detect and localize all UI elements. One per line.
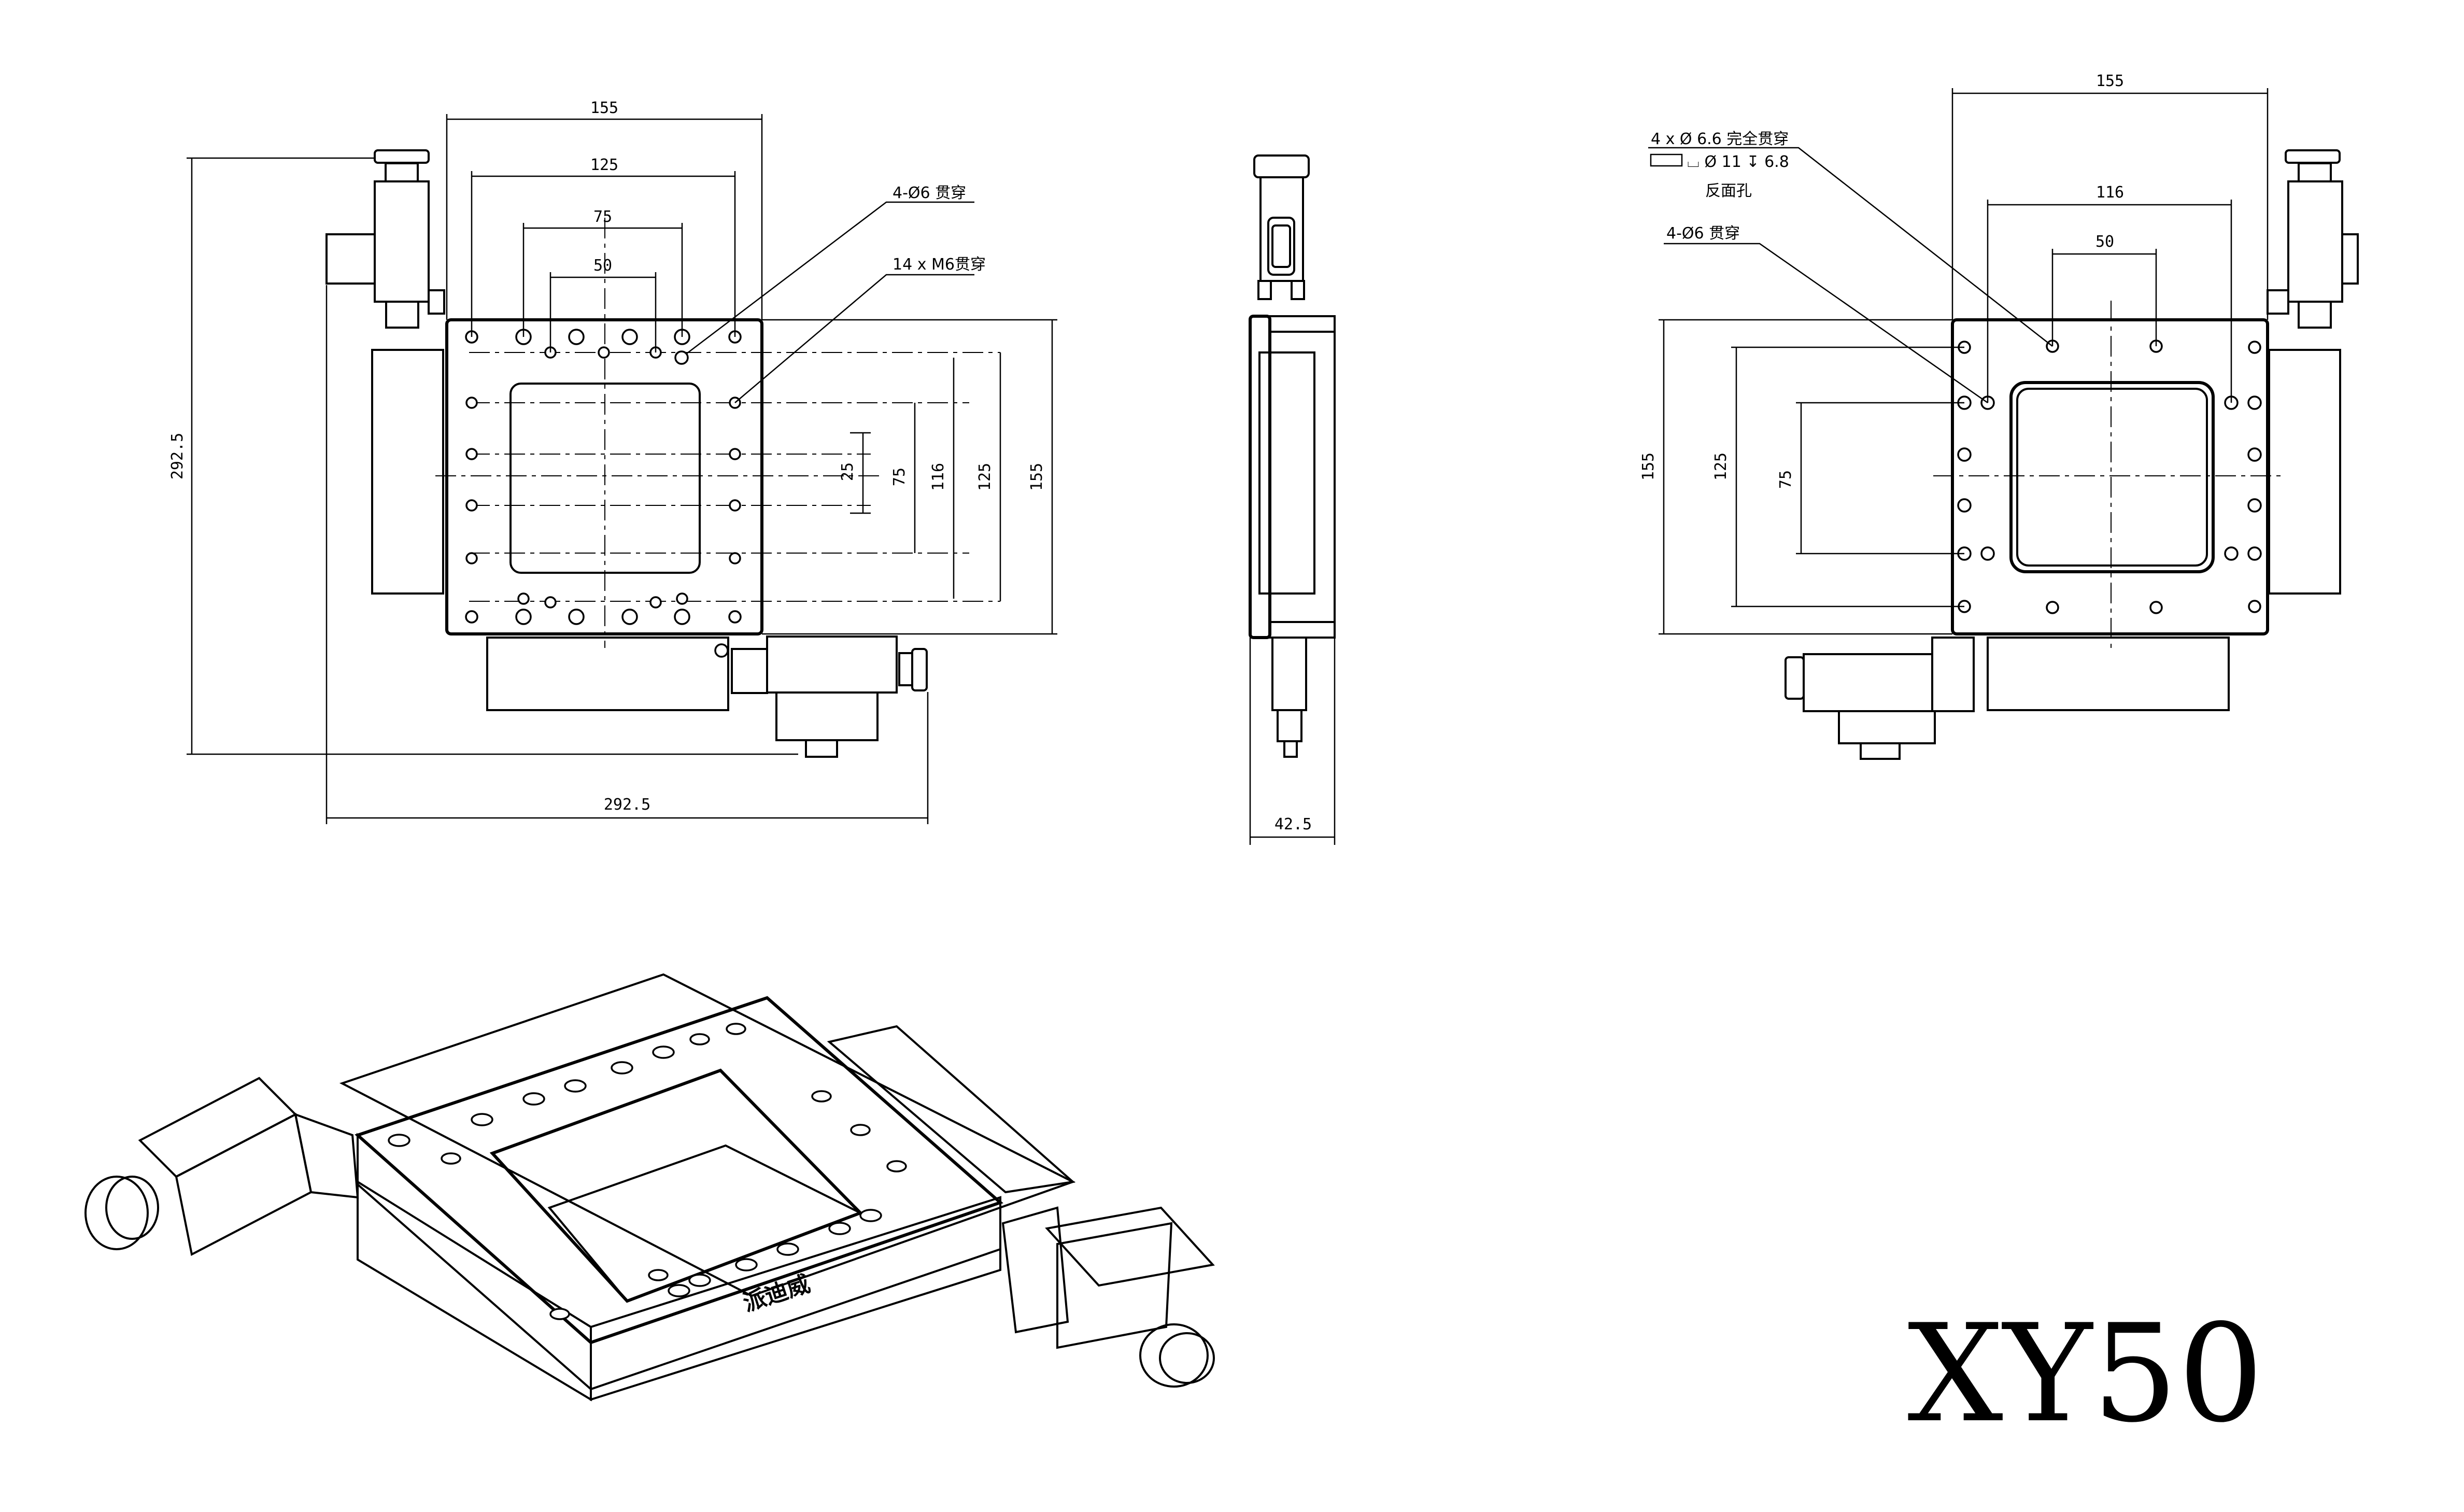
- bottom-left-motor: [1785, 637, 2230, 760]
- left-rail-block: [371, 349, 444, 595]
- iso-holes: [388, 1023, 907, 1320]
- dim-bottom-l125: 125: [1712, 453, 1730, 481]
- motor-body: [374, 180, 430, 303]
- iso-right-motor: [1001, 1206, 1215, 1388]
- bottom-view: 155 116 50 155 125 75 4 x Ø 6.6 完全贯穿 ⌴ Ø…: [1639, 72, 2359, 760]
- front-notes: 4-Ø6 贯穿 14 x M6贯穿: [686, 184, 986, 403]
- bottom-dims-top: 155 116 50: [1951, 72, 2269, 403]
- front-dims-right: 25 75 116 125 155: [762, 319, 1057, 635]
- bottom-plate: [1951, 318, 2269, 635]
- bottom-dims-left: 155 125 75: [1639, 319, 1964, 635]
- dim-front-r75: 75: [890, 468, 909, 486]
- dim-front-r155: 155: [1028, 463, 1046, 491]
- dim-front-125: 125: [590, 156, 618, 174]
- note-bottom-cbore-2: ⌴ Ø 11 ↧ 6.8: [1687, 153, 1789, 171]
- front-left-motor: [325, 149, 445, 595]
- front-dims-overall: 292.5 292.5: [168, 157, 929, 824]
- dim-front-75: 75: [593, 208, 612, 226]
- bottom-rail-block: [486, 637, 729, 711]
- dim-side-42-5: 42.5: [1275, 815, 1312, 833]
- bottom-holes: [1957, 340, 2262, 614]
- note-bottom-through-holes: 4-Ø6 贯穿: [1666, 224, 1740, 243]
- dim-bottom-l75: 75: [1777, 470, 1795, 489]
- dim-front-overall-h: 292.5: [168, 433, 187, 479]
- dim-front-155: 155: [590, 99, 618, 117]
- dim-bottom-l155: 155: [1639, 453, 1658, 481]
- front-dims-top: 155 125 75 50: [446, 99, 763, 352]
- dim-front-r116: 116: [929, 463, 947, 491]
- note-bottom-cbore-3: 反面孔: [1705, 182, 1752, 200]
- side-view: 42.5: [1249, 154, 1336, 845]
- dim-front-50: 50: [593, 257, 612, 275]
- isometric-view: 派迪威: [84, 973, 1215, 1402]
- dim-bottom-116: 116: [2096, 183, 2124, 202]
- note-front-through-holes: 4-Ø6 贯穿: [893, 184, 966, 202]
- model-label: XY50: [1907, 1296, 2264, 1452]
- dim-bottom-155: 155: [2096, 72, 2124, 90]
- dim-front-r125: 125: [976, 463, 994, 491]
- bottom-right-motor: [2267, 149, 2359, 595]
- note-front-tapped-holes: 14 x M6贯穿: [893, 256, 986, 274]
- note-bottom-cbore-1: 4 x Ø 6.6 完全贯穿: [1651, 130, 1789, 148]
- bottom-window: [2009, 381, 2215, 573]
- dim-bottom-50: 50: [2095, 233, 2114, 251]
- front-view: 155 125 75 50 25 75 116 125 155: [168, 99, 1057, 824]
- front-bottom-motor: [486, 635, 928, 758]
- bottom-notes: 4 x Ø 6.6 完全贯穿 ⌴ Ø 11 ↧ 6.8 反面孔 4-Ø6 贯穿: [1648, 130, 2053, 404]
- dim-front-r25: 25: [839, 462, 857, 481]
- dim-front-overall-w: 292.5: [604, 796, 650, 814]
- iso-lower-stage: [339, 973, 1076, 1297]
- iso-left-motor: [84, 1077, 359, 1256]
